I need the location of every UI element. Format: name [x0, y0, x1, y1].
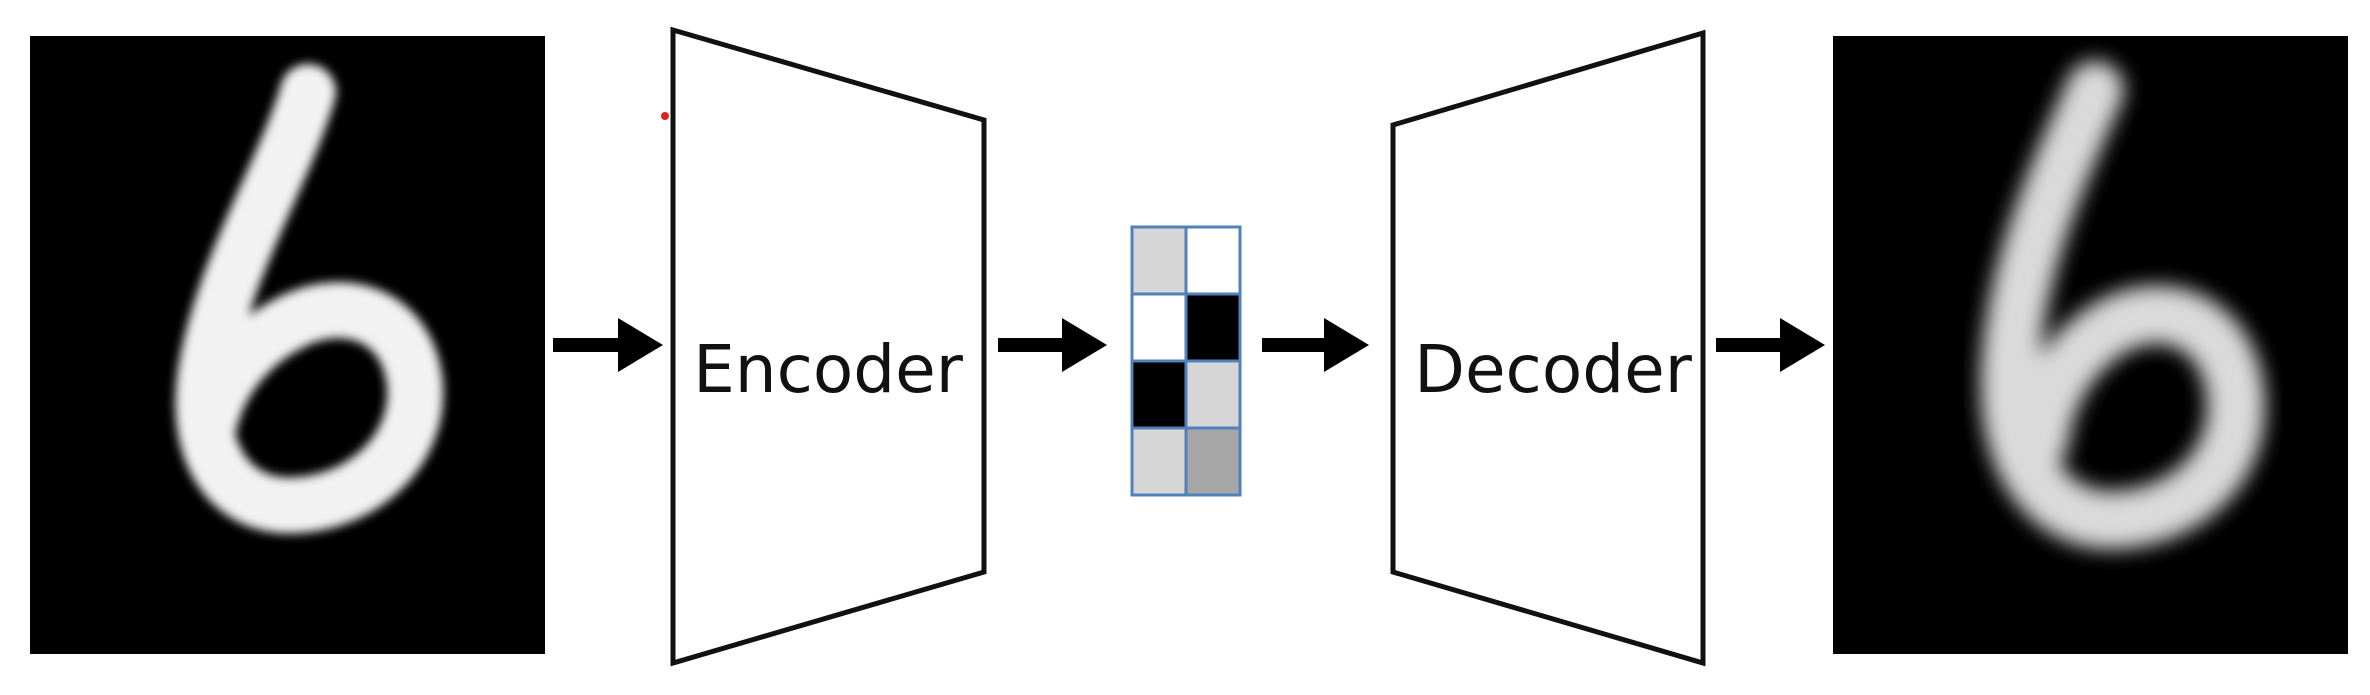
decoder-shape: [1390, 29, 1706, 667]
encoder-block: Encoder: [670, 26, 987, 667]
latent-cell: [1184, 359, 1242, 430]
latent-cell: [1184, 225, 1242, 296]
latent-cell: [1130, 225, 1188, 296]
latent-cell: [1184, 426, 1242, 497]
arrow-latent-to-decoder: [1262, 318, 1369, 372]
output-digit-six: [1980, 61, 2266, 549]
arrow-decoder-to-output: [1716, 318, 1825, 372]
decoder-block: Decoder: [1390, 29, 1706, 667]
latent-cell: [1184, 292, 1242, 363]
decoder-label: Decoder: [1414, 331, 1693, 408]
latent-code-grid: [1130, 225, 1242, 497]
input-digit-six: [175, 64, 444, 534]
latent-cell: [1130, 359, 1188, 430]
output-image: [1833, 36, 2348, 654]
arrow-encoder-to-latent: [998, 318, 1107, 372]
encoder-shape: [670, 26, 987, 667]
encoder-label: Encoder: [693, 331, 964, 408]
arrow-input-to-encoder: [553, 318, 663, 372]
latent-cell: [1130, 426, 1188, 497]
input-image: [30, 36, 545, 654]
red-dot-mark: [661, 112, 669, 120]
latent-cell: [1130, 292, 1188, 363]
